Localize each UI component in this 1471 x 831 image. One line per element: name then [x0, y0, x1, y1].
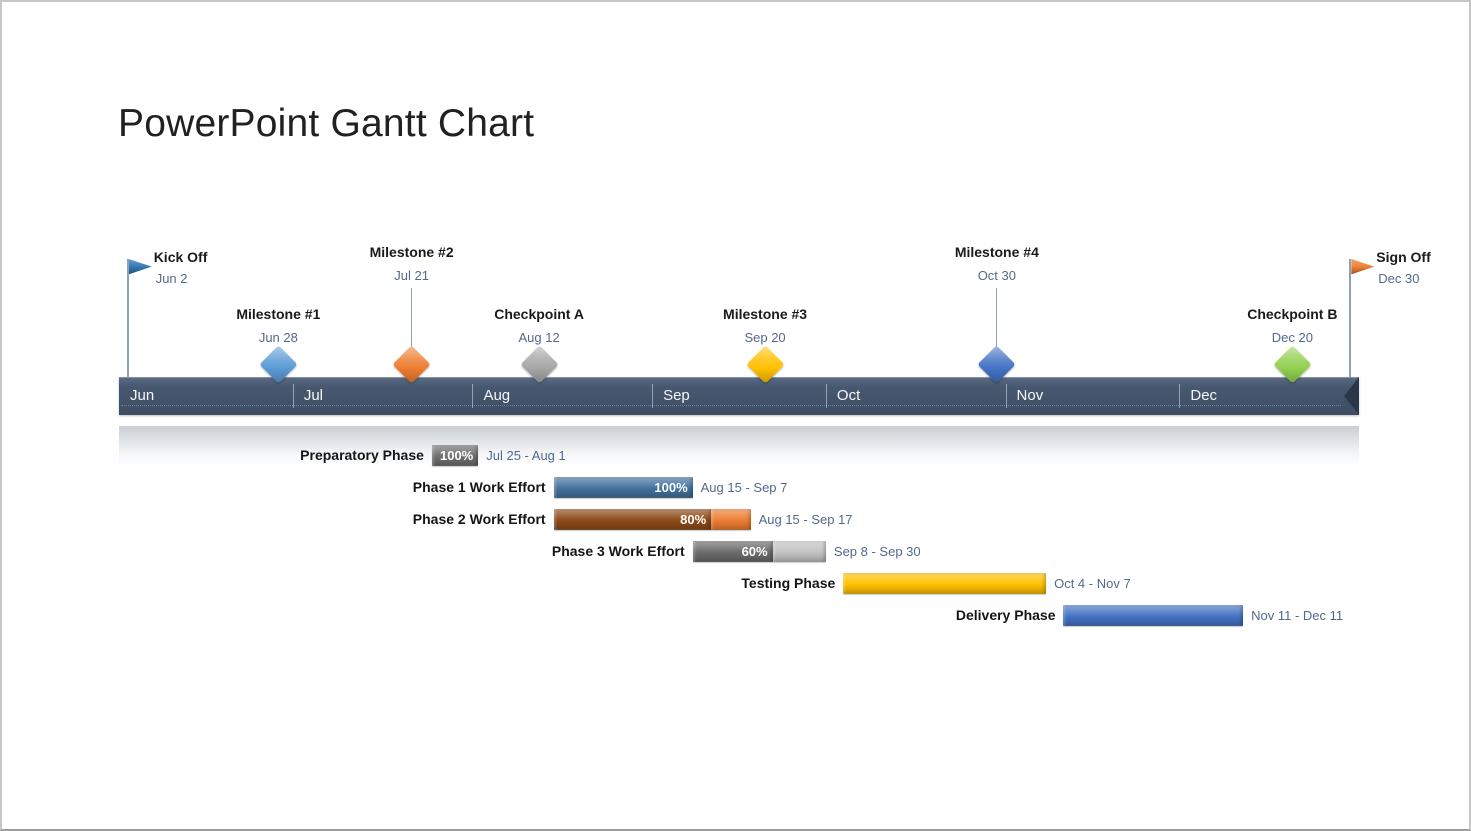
- task-date-range: Aug 15 - Sep 17: [758, 512, 853, 527]
- task-bar: 100%: [431, 445, 479, 466]
- milestone-date: Sep 20: [744, 330, 786, 345]
- milestone-date: Dec 20: [1271, 330, 1313, 345]
- timeline-reflection-shadow: [119, 426, 1359, 466]
- flag-icon: [1351, 259, 1375, 275]
- milestone-date: Jul 21: [394, 268, 429, 283]
- task-percent-label: 80%: [680, 512, 707, 527]
- month-label: Sep: [663, 387, 690, 404]
- task-bar-remaining: [711, 509, 751, 530]
- milestone-name: Milestone #2: [369, 244, 454, 260]
- month-divider: [1005, 384, 1007, 408]
- month-divider: [825, 384, 827, 408]
- milestone-name: Milestone #1: [236, 306, 321, 322]
- task-date-range: Oct 4 - Nov 7: [1054, 576, 1131, 591]
- task-label: Phase 3 Work Effort: [551, 543, 685, 559]
- month-label: Jul: [303, 387, 324, 404]
- task-bar-complete: [843, 573, 1047, 594]
- month-segment: Oct: [826, 377, 1006, 415]
- task-label: Testing Phase: [741, 575, 836, 591]
- month-label: Nov: [1016, 387, 1044, 404]
- month-segment: Aug: [472, 377, 652, 415]
- task-label: Preparatory Phase: [300, 447, 424, 463]
- bar-bevel-overlay: [772, 541, 826, 562]
- task-percent-label: 100%: [654, 480, 688, 495]
- task-label: Phase 1 Work Effort: [412, 479, 546, 495]
- milestone-date: Dec 30: [1378, 271, 1420, 286]
- task-bar-complete: [1063, 605, 1244, 626]
- month-divider: [472, 384, 474, 408]
- bar-bevel-overlay: [843, 573, 1047, 594]
- task-date-range: Jul 25 - Aug 1: [486, 448, 566, 463]
- task-bar: [843, 573, 1047, 594]
- month-divider: [292, 384, 294, 408]
- month-segment: Dec: [1179, 377, 1359, 415]
- flag-pole: [126, 259, 129, 377]
- flag-pole: [1349, 259, 1352, 377]
- milestone-name: Checkpoint B: [1247, 306, 1338, 322]
- timeline-band: Jun Jul Aug Sep Oct Nov Dec: [119, 377, 1359, 415]
- task-bar: 80%: [553, 509, 751, 530]
- month-segment: Jul: [293, 377, 473, 415]
- month-label: Jun: [130, 387, 155, 404]
- milestone-name: Checkpoint A: [494, 306, 584, 322]
- task-bar-complete: 60%: [692, 541, 773, 562]
- page-title: PowerPoint Gantt Chart: [118, 102, 535, 145]
- task-date-range: Nov 11 - Dec 11: [1251, 608, 1344, 623]
- flag-icon: [128, 259, 152, 275]
- task-bar-complete: 100%: [431, 445, 479, 466]
- task-bar-complete: 80%: [553, 509, 712, 530]
- month-label: Oct: [836, 387, 861, 404]
- task-label: Phase 2 Work Effort: [412, 511, 546, 527]
- task-bar-remaining: [772, 541, 826, 562]
- month-divider: [652, 384, 654, 408]
- task-bar: 100%: [553, 477, 693, 498]
- milestone-connector-line: [411, 288, 413, 377]
- month-divider: [1179, 384, 1181, 408]
- task-percent-label: 100%: [439, 448, 474, 463]
- task-label: Delivery Phase: [955, 607, 1056, 623]
- milestone-date: Aug 12: [518, 330, 560, 345]
- milestone-name: Milestone #3: [723, 306, 808, 322]
- bar-bevel-overlay: [711, 509, 751, 530]
- milestone-date: Oct 30: [977, 268, 1016, 283]
- milestone-name: Sign Off: [1376, 249, 1431, 265]
- task-percent-label: 60%: [741, 544, 768, 559]
- task-bar-complete: 100%: [553, 477, 693, 498]
- task-bar: 60%: [692, 541, 826, 562]
- task-bar: [1063, 605, 1244, 626]
- milestone-date: Jun 28: [258, 330, 298, 345]
- bar-bevel-overlay: [1063, 605, 1244, 626]
- month-segment: Jun: [119, 377, 293, 415]
- month-segment: Sep: [652, 377, 826, 415]
- task-date-range: Sep 8 - Sep 30: [833, 544, 921, 559]
- milestone-connector-line: [996, 288, 998, 377]
- month-label: Aug: [483, 387, 511, 404]
- month-segment: Nov: [1006, 377, 1180, 415]
- month-label: Dec: [1190, 387, 1218, 404]
- task-date-range: Aug 15 - Sep 7: [700, 480, 788, 495]
- timeline-dotted-line: [121, 405, 1341, 406]
- milestone-name: Kick Off: [153, 249, 208, 265]
- milestone-name: Milestone #4: [954, 244, 1039, 260]
- milestone-date: Jun 2: [155, 271, 188, 286]
